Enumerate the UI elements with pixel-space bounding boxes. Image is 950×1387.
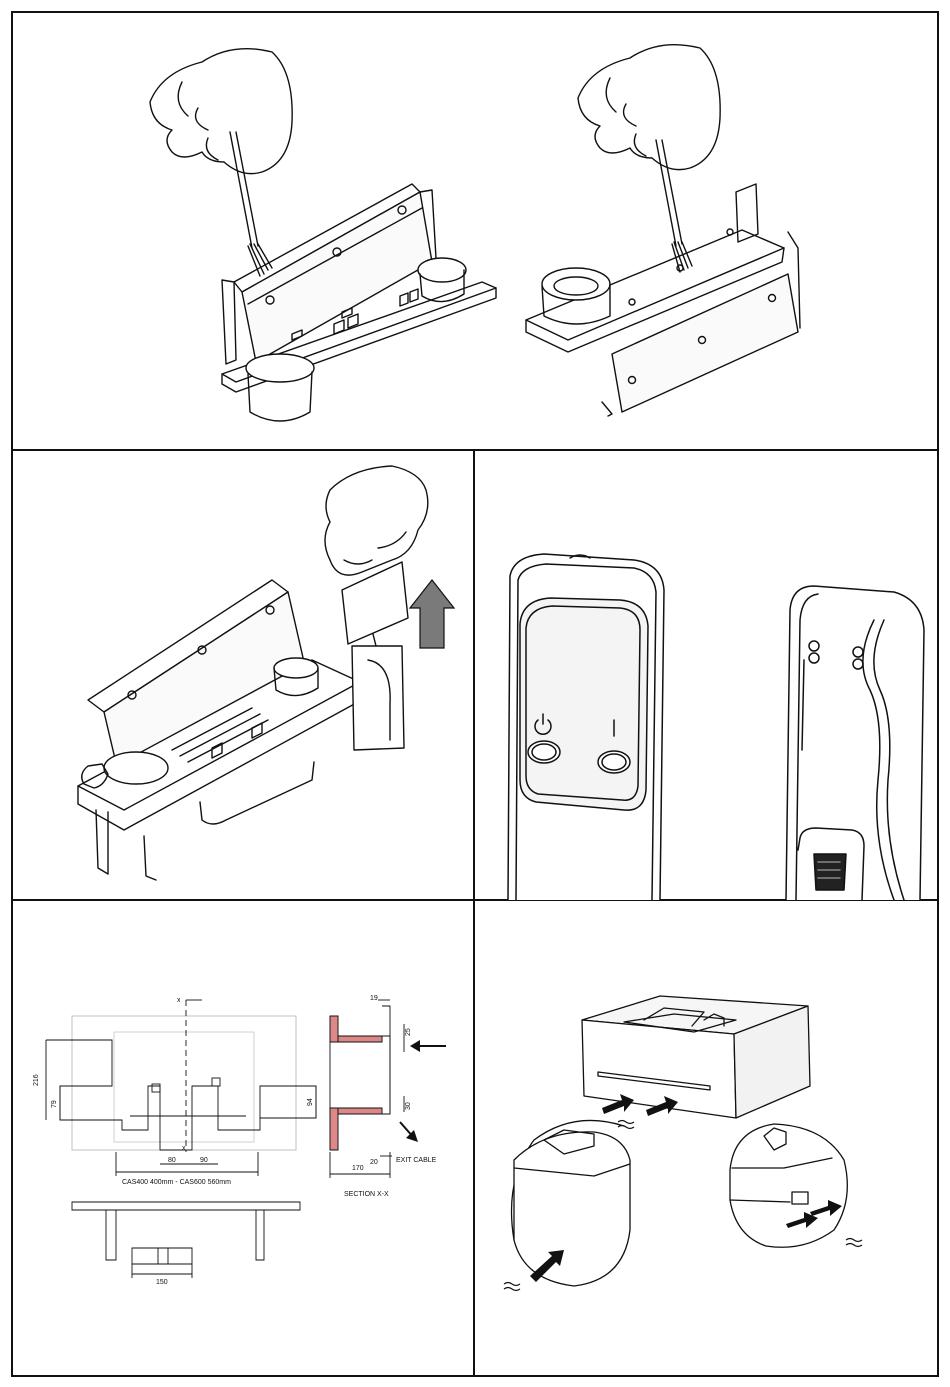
dim-25: 25 (405, 1028, 412, 1036)
remote-back (786, 586, 924, 900)
left-unit (150, 49, 496, 421)
dim-80: 80 (168, 1157, 176, 1164)
dim-94: 94 (307, 1098, 314, 1106)
dim-90: 90 (200, 1157, 208, 1164)
airflow-illustration (474, 900, 938, 1376)
up-arrow-icon (410, 580, 454, 648)
dim-20: 20 (370, 1159, 378, 1166)
dim-150: 150 (156, 1279, 168, 1286)
panel-airflow (474, 900, 938, 1376)
section-label: SECTION X-X (344, 1191, 389, 1198)
axis-x-bottom: x (182, 1145, 186, 1152)
inlet-arrow-icon (410, 1040, 446, 1052)
panel-dimensions: 216 79 94 80 90 x x CAS400 400mm - CAS60… (12, 900, 474, 1376)
panel-cleaning (12, 12, 938, 450)
dim-216: 216 (33, 1074, 40, 1086)
dim-79: 79 (51, 1100, 58, 1108)
dim-170: 170 (352, 1165, 364, 1172)
right-unit (526, 45, 800, 416)
remote-front (508, 554, 664, 900)
panel-remote-control (474, 450, 938, 900)
cas-size-note: CAS400 400mm - CAS600 560mm (122, 1179, 231, 1186)
exit-cable-arrow-icon (400, 1122, 418, 1142)
dimension-drawing: 216 79 94 80 90 x x CAS400 400mm - CAS60… (12, 900, 474, 1376)
cleaning-illustration (12, 12, 938, 450)
cartridge-illustration (12, 450, 474, 900)
remote-illustration (474, 450, 938, 900)
dim-19: 19 (370, 995, 378, 1002)
axis-x-top: x (177, 997, 181, 1004)
dim-30: 30 (405, 1102, 412, 1110)
panel-cartridge-removal (12, 450, 474, 900)
exit-cable-label: EXIT CABLE (396, 1157, 437, 1164)
